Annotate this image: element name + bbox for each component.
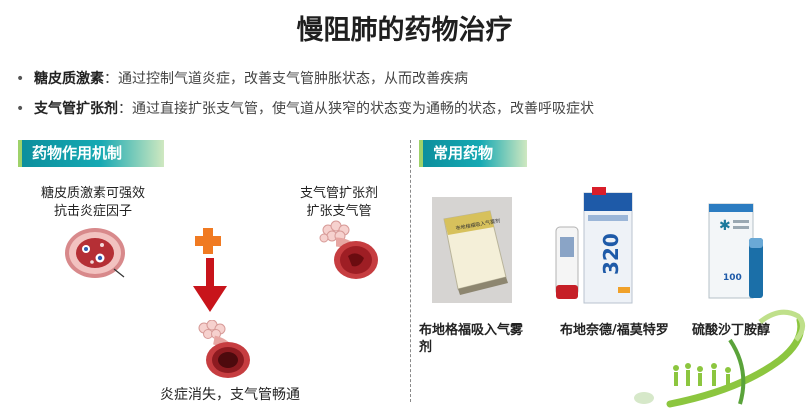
result-caption: 炎症消失，支气管畅通	[160, 387, 300, 403]
drug2-box-text: 320	[599, 233, 623, 275]
drug3-box-text: 100	[723, 273, 742, 283]
section-divider	[410, 140, 411, 402]
arrow-down-icon	[193, 258, 227, 312]
dilated-airway-icon	[319, 220, 378, 279]
page-title: 慢阻肺的药物治疗	[296, 15, 513, 46]
bullet-steroid: • 糖皮质激素：通过控制气道炎症，改善支气管肿胀状态，从而改善疾病	[16, 68, 468, 88]
bullet-term: 糖皮质激素	[34, 71, 104, 87]
bronchodilator-caption: 支气管扩张剂 扩张支气管	[299, 186, 378, 219]
steroid-caption: 糖皮质激素可强效 抗击炎症因子	[40, 186, 145, 219]
drugs-header: 常用药物	[419, 140, 527, 167]
bullet-term: 支气管扩张剂	[34, 101, 118, 117]
drug-salbutamol-image: ✱ 100	[708, 203, 763, 299]
clear-airway-icon	[198, 320, 250, 378]
drug-name: 布地格福吸入气雾剂	[419, 323, 524, 355]
drug-name: 硫酸沙丁胺醇	[692, 323, 771, 338]
bullet-desc: ：通过直接扩张支气管，使气道从狭窄的状态变为通畅的状态，改善呼吸症状	[118, 101, 594, 117]
decorative-ribbon-icon	[634, 309, 805, 408]
mechanism-header: 药物作用机制	[18, 140, 164, 167]
inflamed-airway-icon	[65, 228, 125, 278]
bullet-dot-icon: •	[16, 101, 25, 117]
drug-name: 布地奈德/福莫特罗	[560, 323, 669, 338]
drug-budesonide-formoterol-image: 320	[555, 187, 633, 304]
bullet-bronchodilator: • 支气管扩张剂：通过直接扩张支气管，使气道从狭窄的状态变为通畅的状态，改善呼吸症…	[16, 98, 594, 118]
bullet-desc: ：通过控制气道炎症，改善支气管肿胀状态，从而改善疾病	[104, 71, 468, 87]
svg-text:✱: ✱	[719, 218, 731, 234]
bullet-dot-icon: •	[16, 71, 25, 87]
plus-icon	[195, 228, 221, 254]
drug-budesonide-glyco-formoterol-image: 布地格福吸入气雾剂	[432, 197, 512, 303]
